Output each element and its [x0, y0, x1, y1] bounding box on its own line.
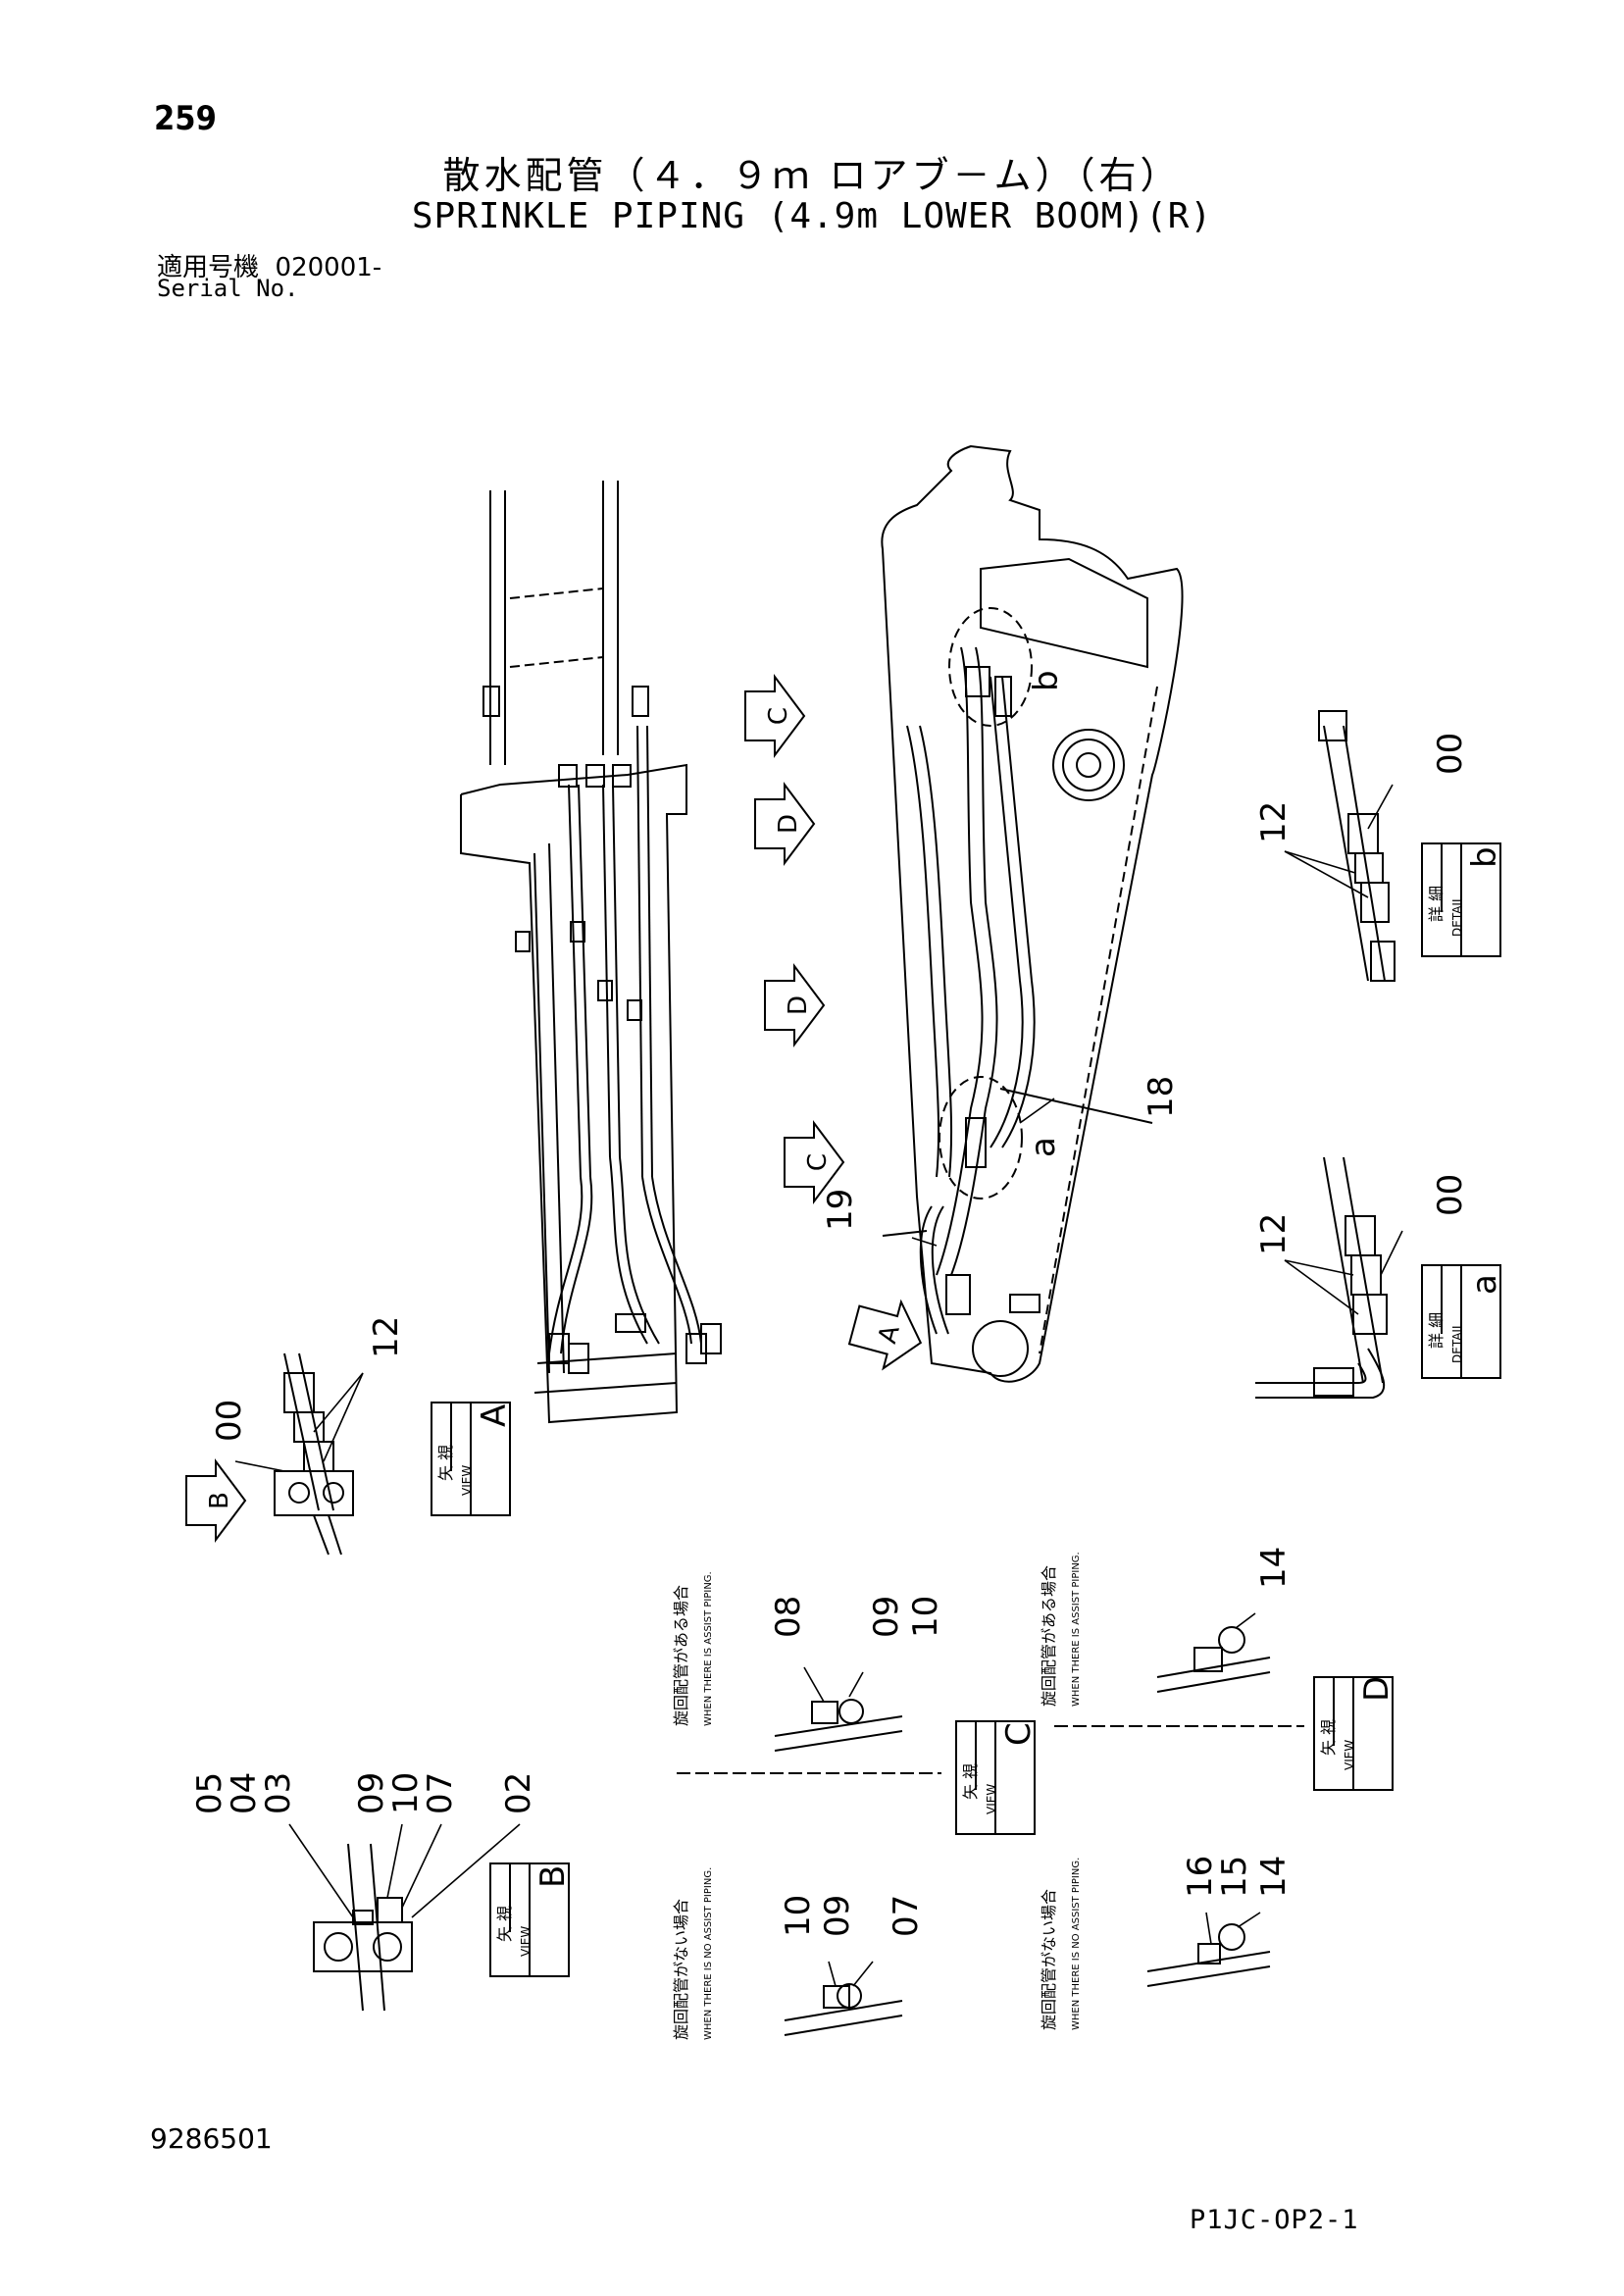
- drawing-number: 9286501: [150, 2122, 273, 2155]
- view-c-letter: C: [999, 1722, 1039, 1746]
- view-d-lower-callout-15: 15: [1215, 1856, 1254, 1898]
- label-boxes: [431, 842, 1501, 1977]
- arrow-label-c-top: C: [764, 707, 793, 725]
- arrow-label-c-mid: C: [803, 1153, 833, 1171]
- page-number: 259: [154, 99, 217, 138]
- note-d-no-assist-en: WHEN THERE IS NO ASSIST PIPING.: [1071, 1858, 1082, 2030]
- view-d-drawing: [1054, 1626, 1304, 1987]
- view-d-lower-callout-14: 14: [1254, 1856, 1294, 1898]
- detail-a-drawing: [1255, 1156, 1388, 1399]
- view-arrows: [185, 674, 923, 1543]
- view-a-label-en: VIEW: [460, 1465, 474, 1496]
- serial-label-japanese: 適用号機: [157, 253, 260, 282]
- note-c-assist-en: WHEN THERE IS ASSIST PIPING.: [703, 1571, 714, 1726]
- arrow-label-a: A: [873, 1322, 906, 1347]
- view-b-label-jp: 矢 視: [495, 1906, 514, 1942]
- view-b-label-en: VIEW: [519, 1926, 533, 1957]
- view-a-callout-00: 00: [210, 1400, 249, 1442]
- view-b-callout-02: 02: [499, 1772, 538, 1814]
- note-c-no-assist-jp: 旋回配管がない場合: [672, 1899, 690, 2040]
- callout-19: 19: [821, 1189, 860, 1231]
- detail-b-callout-00: 00: [1431, 733, 1470, 775]
- leader-lines: [234, 784, 1403, 1987]
- note-d-assist-jp: 旋回配管がある場合: [1040, 1565, 1058, 1707]
- view-b-letter: B: [533, 1865, 573, 1888]
- view-b-callout-09: 09: [352, 1772, 391, 1814]
- view-c-lower-callout-09: 09: [818, 1895, 857, 1937]
- view-a-letter: A: [475, 1404, 514, 1427]
- view-b-drawing: [313, 1843, 413, 2012]
- detail-b-label-jp: 詳 細: [1427, 886, 1446, 922]
- view-c-lower-callout-10: 10: [779, 1895, 818, 1937]
- view-c-lower-callout-07: 07: [887, 1895, 926, 1937]
- detail-b-label-en: DETAIL: [1450, 895, 1464, 937]
- view-b-callout-05: 05: [190, 1772, 229, 1814]
- detail-marker-a: a: [1024, 1137, 1063, 1157]
- detail-b-callout-12: 12: [1254, 801, 1294, 843]
- arrow-label-b: B: [205, 1492, 234, 1509]
- detail-a-callout-00: 00: [1431, 1174, 1470, 1216]
- boom-top-view: [460, 481, 722, 1424]
- boom-side-view: [881, 444, 1184, 1383]
- detail-b-drawing: [1318, 710, 1396, 982]
- serial-label-english: Serial No.: [157, 275, 299, 302]
- view-a-label-jp: 矢 視: [436, 1445, 455, 1481]
- page-title-english: SPRINKLE PIPING (4.9m LOWER BOOM)(R): [411, 196, 1213, 236]
- view-c-callout-10: 10: [906, 1596, 945, 1638]
- note-d-no-assist-jp: 旋回配管がない場合: [1040, 1889, 1058, 2030]
- detail-marker-b: b: [1027, 670, 1066, 691]
- view-c-label-jp: 矢 視: [961, 1763, 980, 1800]
- arrow-label-d-top: D: [774, 814, 803, 834]
- serial-line: 適用号機 020001-: [157, 247, 381, 283]
- detail-a-callout-12: 12: [1254, 1213, 1294, 1255]
- note-c-assist-jp: 旋回配管がある場合: [672, 1585, 690, 1726]
- view-b-callout-04: 04: [225, 1772, 264, 1814]
- detail-a-letter: a: [1465, 1274, 1504, 1295]
- detail-b-letter: b: [1465, 846, 1504, 868]
- view-d-lower-callout-16: 16: [1181, 1856, 1220, 1898]
- page-code: P1JC-OP2-1: [1190, 2205, 1359, 2235]
- view-c-callout-08: 08: [769, 1596, 808, 1638]
- view-d-label-jp: 矢 視: [1319, 1719, 1338, 1756]
- view-b-callout-03: 03: [259, 1772, 298, 1814]
- view-a-drawing: [274, 1352, 354, 1556]
- view-c-callout-09: 09: [867, 1596, 906, 1638]
- view-c-drawing: [677, 1699, 941, 2036]
- detail-a-label-jp: 詳 細: [1427, 1312, 1446, 1349]
- view-b-callout-07: 07: [421, 1772, 460, 1814]
- view-b-callout-10: 10: [386, 1772, 426, 1814]
- view-c-label-en: VIEW: [985, 1784, 998, 1814]
- view-d-letter: D: [1357, 1676, 1396, 1702]
- detail-a-label-en: DETAIL: [1450, 1322, 1464, 1363]
- view-d-label-en: VIEW: [1343, 1740, 1356, 1770]
- page-title-japanese: 散水配管（４．９ｍ ロアブ－ム）（右）: [442, 154, 1182, 197]
- note-c-no-assist-en: WHEN THERE IS NO ASSIST PIPING.: [703, 1867, 714, 2040]
- note-d-assist-en: WHEN THERE IS ASSIST PIPING.: [1071, 1552, 1082, 1707]
- view-d-callout-14: 14: [1254, 1547, 1294, 1589]
- callout-18: 18: [1142, 1076, 1181, 1118]
- view-a-callout-12: 12: [367, 1316, 406, 1358]
- arrow-label-d-mid: D: [784, 995, 813, 1015]
- serial-value: 020001-: [275, 253, 382, 282]
